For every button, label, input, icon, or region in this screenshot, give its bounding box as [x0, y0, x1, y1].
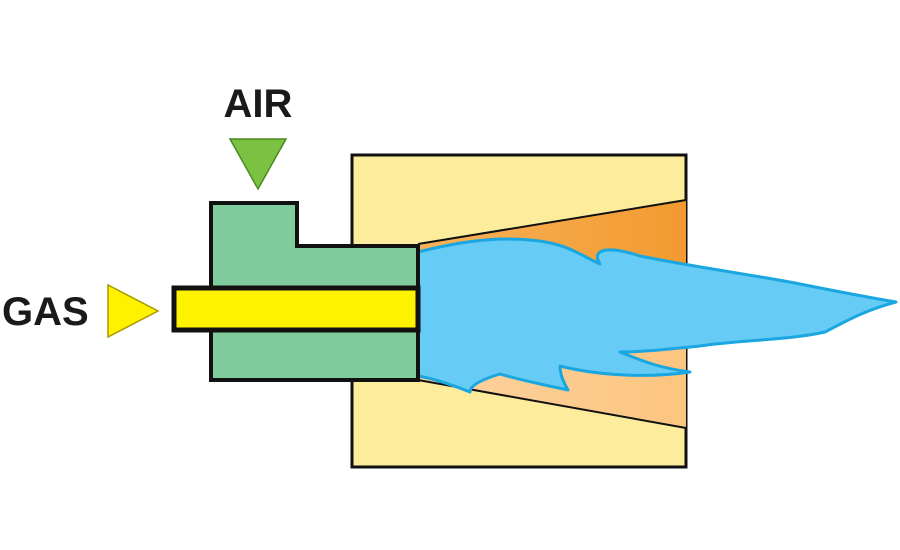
flame — [416, 237, 898, 394]
gas-pipe — [171, 285, 421, 333]
triangle-down-icon — [228, 138, 288, 191]
gas-label: GAS — [2, 290, 89, 334]
triangle-right-icon — [107, 283, 160, 339]
cone-edge-top — [417, 199, 687, 245]
air-label: AIR — [224, 82, 293, 126]
